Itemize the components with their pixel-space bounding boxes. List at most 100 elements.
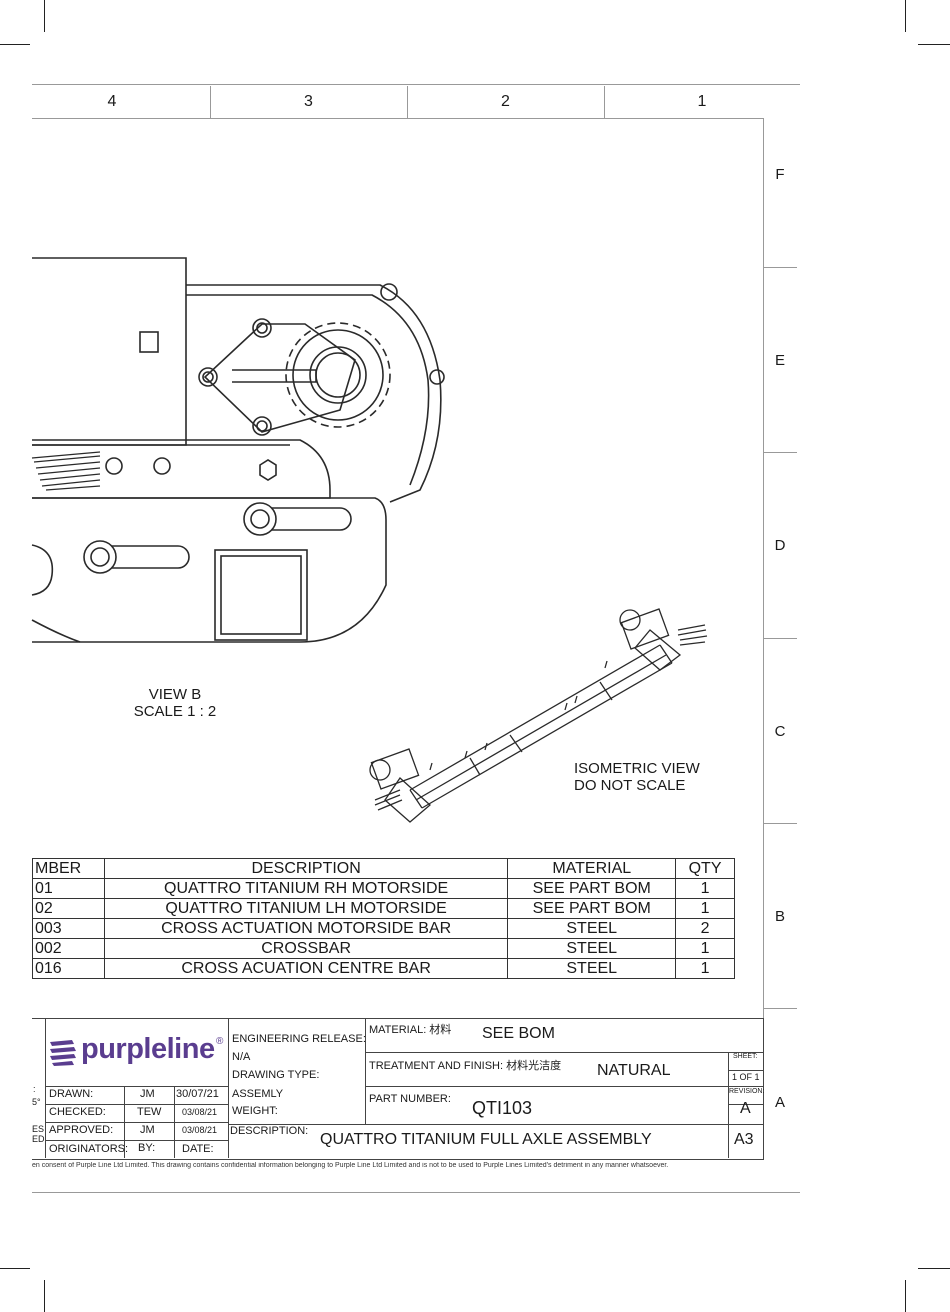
treatment-label: TREATMENT AND FINISH: 材料光洁度 <box>369 1060 562 1072</box>
zone-divider <box>763 452 797 453</box>
zone-divider <box>763 267 797 268</box>
tb-stub: ES <box>32 1124 45 1134</box>
tb-stub: : <box>33 1084 36 1094</box>
bom-header: DESCRIPTION <box>103 858 509 879</box>
crop-mark <box>44 1280 45 1312</box>
bom-cell-qty: 2 <box>675 918 735 939</box>
tb-line <box>45 1122 228 1123</box>
tb-line <box>728 1052 729 1158</box>
bom-cell-number: 01 <box>32 878 105 899</box>
table-row: 016 CROSS ACUATION CENTRE BAR STEEL 1 <box>32 958 735 979</box>
view-b-scale: SCALE 1 : 2 <box>133 703 217 720</box>
zone-divider <box>604 86 605 118</box>
zone-divider <box>763 823 797 824</box>
drawn-date: 30/07/21 <box>176 1088 219 1100</box>
treatment-value: NATURAL <box>597 1062 671 1079</box>
zone-divider <box>763 638 797 639</box>
zone-label-side: F <box>775 166 785 183</box>
bom-cell-material: STEEL <box>507 958 677 979</box>
approved-by: JM <box>140 1124 155 1136</box>
zone-divider <box>763 1008 797 1009</box>
crop-mark <box>918 44 950 45</box>
table-row: 01 QUATTRO TITANIUM RH MOTORSIDE SEE PAR… <box>32 878 735 899</box>
crop-mark <box>918 1268 950 1269</box>
sheet-label: SHEET: <box>733 1053 758 1060</box>
disclaimer-text: en consent of Purple Line Ltd Limited. T… <box>32 1162 669 1169</box>
zone-divider <box>210 86 211 118</box>
bom-cell-description: CROSS ACUATION CENTRE BAR <box>103 958 509 979</box>
description-value: QUATTRO TITANIUM FULL AXLE ASSEMBLY <box>320 1131 652 1148</box>
tb-line <box>365 1086 763 1087</box>
bom-cell-material: STEEL <box>507 918 677 939</box>
table-row: 002 CROSSBAR STEEL 1 <box>32 938 735 959</box>
date-label: DATE: <box>182 1143 214 1155</box>
weight-label: WEIGHT: <box>232 1105 278 1117</box>
tb-line <box>365 1018 366 1124</box>
frame-top <box>32 84 800 85</box>
frame-top-inner <box>32 118 764 119</box>
tb-line <box>365 1052 763 1053</box>
tb-line <box>45 1140 228 1141</box>
view-b-drawing <box>31 257 445 643</box>
revision-value: A <box>740 1100 751 1117</box>
tb-line <box>228 1124 763 1125</box>
zone-label-side: A <box>774 1094 785 1111</box>
bom-header: MBER <box>32 858 105 879</box>
iso-view-note: DO NOT SCALE <box>574 777 686 794</box>
zone-label-top: 2 <box>501 93 510 110</box>
zone-label-top: 3 <box>304 93 313 110</box>
checked-by: TEW <box>137 1106 162 1118</box>
eng-release-label: ENGINEERING RELEASE: <box>232 1033 366 1045</box>
bom-cell-description: CROSS ACTUATION MOTORSIDE BAR <box>103 918 509 939</box>
bom-cell-material: STEEL <box>507 938 677 959</box>
bom-cell-qty: 1 <box>675 898 735 919</box>
approved-label: APPROVED: <box>49 1124 114 1136</box>
bom-cell-number: 02 <box>32 898 105 919</box>
zone-label-side: C <box>774 723 786 740</box>
approved-date: 03/08/21 <box>182 1125 218 1135</box>
description-label: DESCRIPTION: <box>230 1125 309 1137</box>
bom-header: QTY <box>675 858 735 879</box>
table-row: 003 CROSS ACTUATION MOTORSIDE BAR STEEL … <box>32 918 735 939</box>
crop-mark <box>905 1280 906 1312</box>
tb-stub: ED <box>32 1134 45 1144</box>
drawn-by: JM <box>140 1088 155 1100</box>
bom-cell-description: QUATTRO TITANIUM RH MOTORSIDE <box>103 878 509 899</box>
material-label: MATERIAL: 材料 <box>369 1024 452 1036</box>
crop-mark <box>0 1268 30 1269</box>
bom-cell-material: SEE PART BOM <box>507 878 677 899</box>
bom-cell-description: QUATTRO TITANIUM LH MOTORSIDE <box>103 898 509 919</box>
size-value: A3 <box>734 1131 754 1148</box>
zone-label-top: 4 <box>107 93 117 110</box>
tb-line <box>728 1104 763 1105</box>
tb-stub: 5° <box>32 1097 41 1107</box>
crop-mark <box>905 0 906 32</box>
bom-header-row: MBER DESCRIPTION MATERIAL QTY <box>32 858 735 879</box>
bom-cell-material: SEE PART BOM <box>507 898 677 919</box>
bom-cell-qty: 1 <box>675 958 735 979</box>
zone-divider <box>407 86 408 118</box>
part-number-value: QTI103 <box>472 1098 533 1118</box>
material-value: SEE BOM <box>482 1025 555 1042</box>
isometric-drawing <box>369 608 708 823</box>
bom-cell-qty: 1 <box>675 938 735 959</box>
bom-cell-number: 016 <box>32 958 105 979</box>
tb-line <box>45 1018 46 1158</box>
title-block <box>32 1018 764 1160</box>
zone-label-side: D <box>774 537 786 554</box>
drawing-type-value: ASSEMLY <box>232 1088 284 1100</box>
tb-line <box>728 1070 763 1071</box>
crop-mark <box>44 0 45 32</box>
drawn-label: DRAWN: <box>49 1088 94 1100</box>
frame-bottom <box>32 1192 800 1193</box>
eng-release-value: N/A <box>232 1051 251 1063</box>
purpleline-logo-icon <box>50 1040 76 1066</box>
checked-date: 03/08/21 <box>182 1107 218 1117</box>
zone-label-side: E <box>774 352 785 369</box>
table-row: 02 QUATTRO TITANIUM LH MOTORSIDE SEE PAR… <box>32 898 735 919</box>
logo-registered-mark: ® <box>216 1036 224 1047</box>
by-label: BY: <box>138 1142 156 1154</box>
checked-label: CHECKED: <box>49 1106 106 1118</box>
part-number-label: PART NUMBER: <box>369 1093 451 1105</box>
tb-line <box>228 1018 229 1158</box>
